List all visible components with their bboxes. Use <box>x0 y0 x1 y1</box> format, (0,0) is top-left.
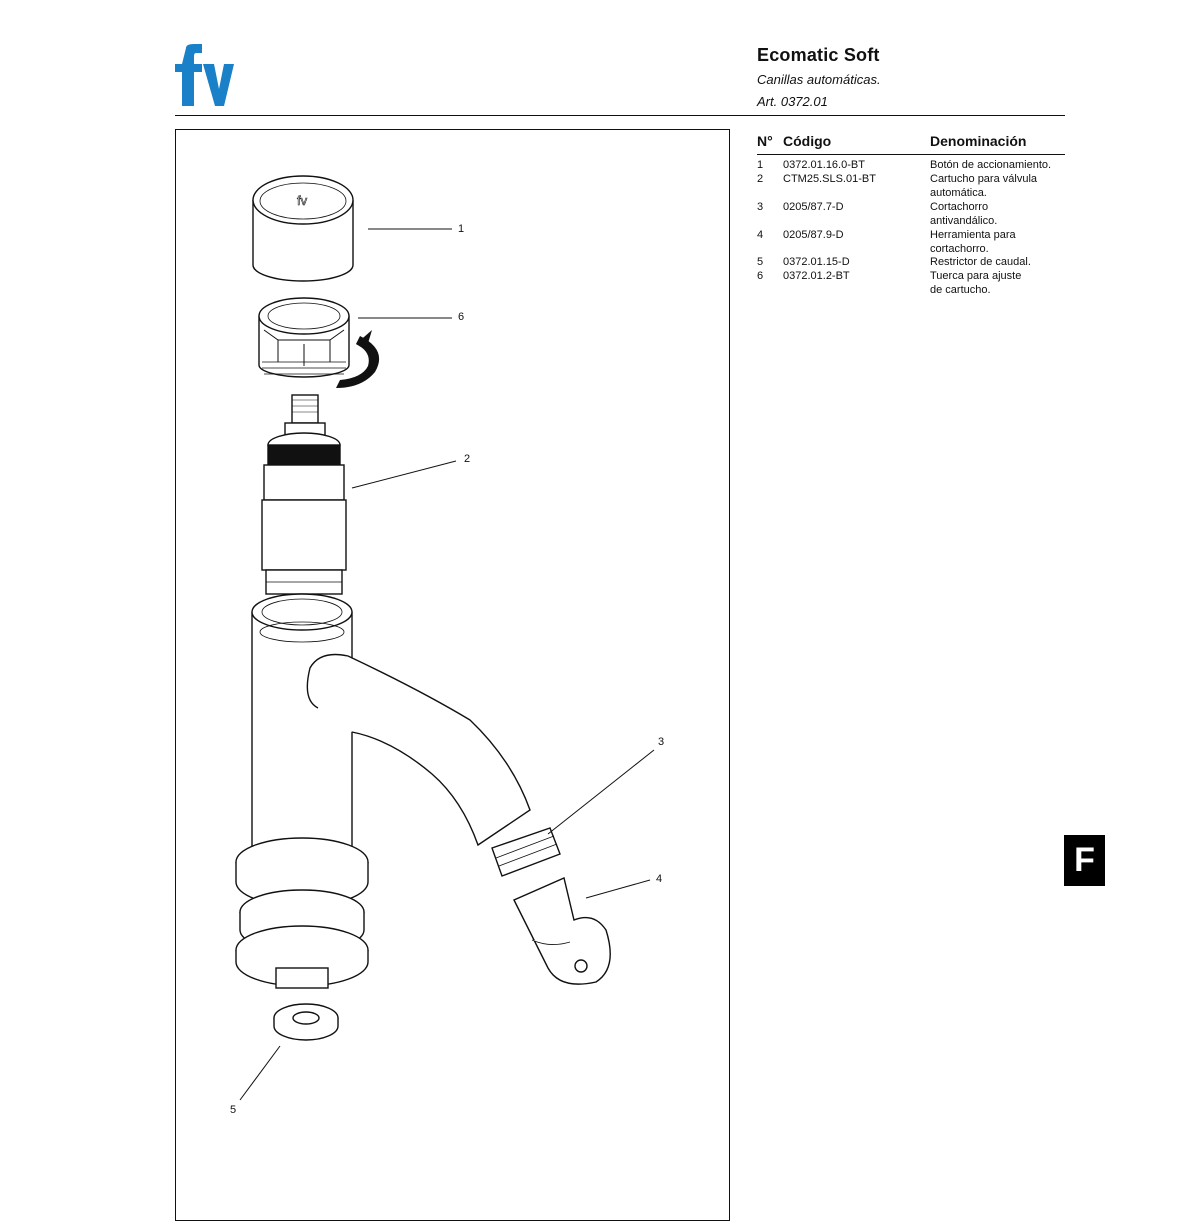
callout-4: 4 <box>656 873 663 885</box>
callout-5: 5 <box>230 1104 237 1116</box>
fv-logo <box>175 44 234 106</box>
callout-1: 1 <box>458 223 465 235</box>
table-row: 2 CTM25.SLS.01-BT Cartucho para válvula … <box>757 173 1038 199</box>
header-divider <box>175 115 1065 116</box>
article-number: Art. 0372.01 <box>757 94 828 109</box>
table-row: 3 0205/87.7-D Cortachorro antivandálico. <box>757 201 998 227</box>
callout-6: 6 <box>458 311 465 323</box>
table-row: 5 0372.01.15-D Restrictor de caudal. <box>757 256 1031 268</box>
parts-table-header: N° Código Denominación <box>757 130 1065 155</box>
document-subtitle: Canillas automáticas. <box>757 72 881 87</box>
header-num: N° <box>757 133 773 149</box>
document-title: Ecomatic Soft <box>757 45 880 65</box>
parts-table: N° Código Denominación 1 0372.01.16.0-BT… <box>757 130 1065 298</box>
section-tab: F <box>1064 835 1105 886</box>
callout-3: 3 <box>658 736 665 748</box>
callout-2: 2 <box>464 453 471 465</box>
svg-text:fv: fv <box>297 193 308 208</box>
table-row: 1 0372.01.16.0-BT Botón de accionamiento… <box>757 159 1052 171</box>
header-code: Código <box>783 133 832 149</box>
header-desc: Denominación <box>930 133 1027 149</box>
table-row: 6 0372.01.2-BT Tuerca para ajuste de car… <box>757 270 1022 296</box>
table-row: 4 0205/87.9-D Herramienta para cortachor… <box>757 229 1016 255</box>
exploded-view-drawing: fv <box>235 175 655 1101</box>
